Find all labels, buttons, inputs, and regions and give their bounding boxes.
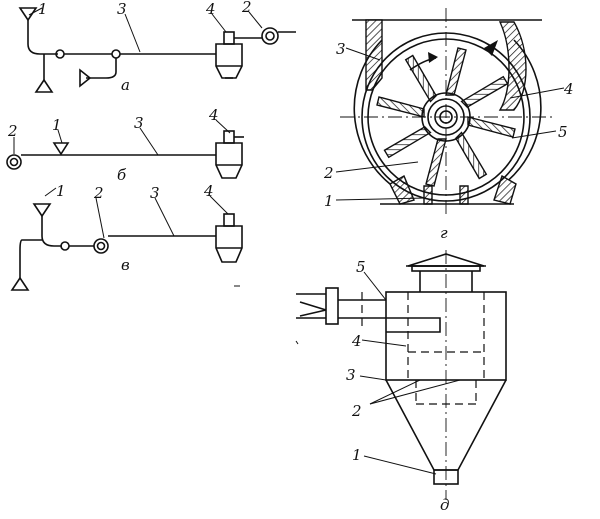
label-g-2: 2 [323,164,334,182]
scheme-v [10,187,243,291]
label-a-2: 2 [241,0,252,16]
label-v-3: 3 [150,184,160,202]
variant-a: а [121,76,130,94]
variant-b: б [117,166,127,184]
label-d-1: 1 [352,446,362,464]
label-a-4: 4 [205,0,216,18]
variant-d: д [440,496,450,514]
label-d-3: 3 [346,366,356,384]
drum-section [335,8,565,218]
label-g-1: 1 [324,192,334,210]
cyclone-section [296,250,507,500]
variant-v: в [121,256,130,274]
label-v-1: 1 [56,182,66,200]
label-b-1: 1 [52,116,62,134]
labels: 1 3 4 2 а 2 1 3 4 б 1 2 3 4 в 3 4 5 2 1 … [7,0,574,514]
label-v-2: 2 [93,184,104,202]
label-d-2: 2 [351,402,362,420]
label-a-1: 1 [38,0,48,18]
scheme-b [6,119,244,179]
label-b-3: 3 [134,114,144,132]
variant-g: г [440,224,448,242]
label-d-5: 5 [356,258,366,276]
label-g-5: 5 [558,123,568,141]
label-a-3: 3 [117,0,127,18]
label-g-3: 3 [336,40,346,58]
label-b-2: 2 [7,122,18,140]
label-b-4: 4 [208,106,219,124]
scheme-a [18,7,296,93]
label-g-4: 4 [563,80,574,98]
label-v-4: 4 [203,182,214,200]
label-d-4: 4 [351,332,362,350]
